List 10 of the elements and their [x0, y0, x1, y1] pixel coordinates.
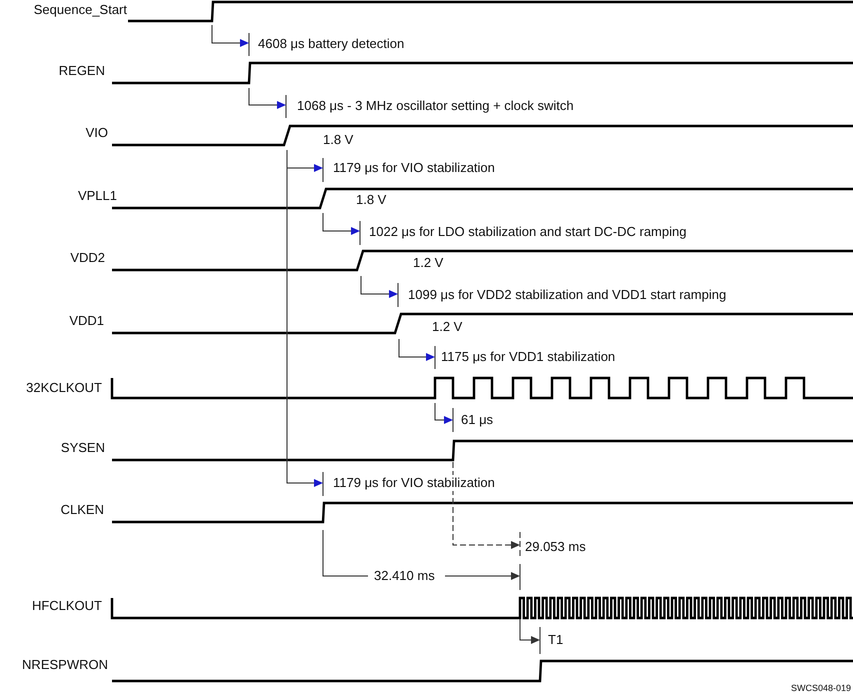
figure-id: SWCS048-019 [790, 683, 851, 694]
timing-annotation: 1099 μs for VDD2 stabilization and VDD1 start ramping [408, 287, 726, 303]
timing-annotation: 1179 μs for VIO stabilization [333, 475, 495, 491]
signal-name: Sequence_Start [34, 2, 127, 18]
timing-annotation: 1175 μs for VDD1 stabilization [441, 349, 616, 365]
timing-annotation: 61 μs [461, 412, 494, 428]
timing-annotation: 4608 μs battery detection [258, 36, 404, 52]
timing-annotation: 1068 μs - 3 MHz oscillator setting + clock switch [297, 98, 574, 114]
timing-annotation: 1022 μs for LDO stabilization and start DC-DC ramping [369, 224, 686, 240]
timing-annotation: 1179 μs for VIO stabilization [333, 160, 495, 176]
